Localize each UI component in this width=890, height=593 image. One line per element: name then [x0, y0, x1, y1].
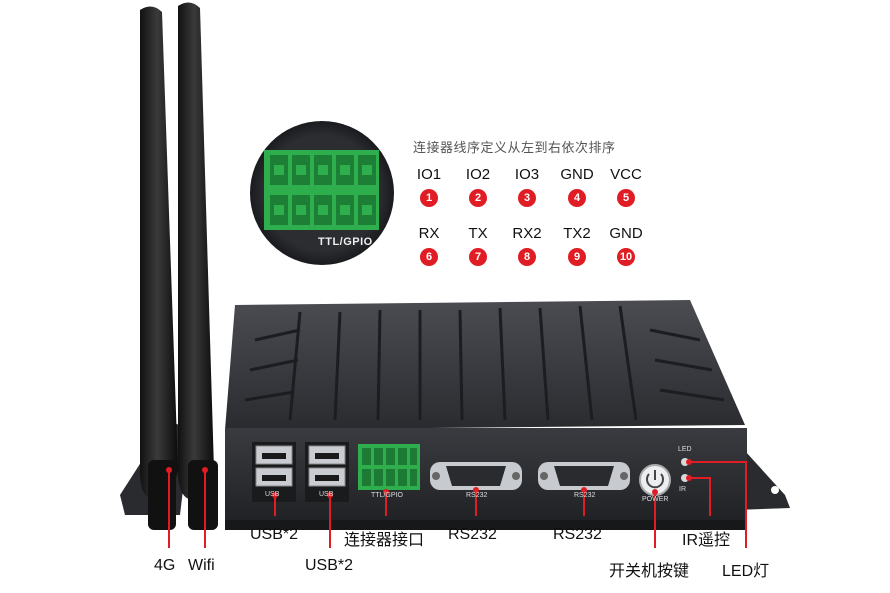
callout-led-light: LED灯 [722, 563, 770, 580]
callout-lines [168, 461, 747, 548]
usb-left-text: USB [265, 491, 280, 498]
chassis-top [225, 300, 745, 430]
pin-number-badge: 8 [518, 248, 536, 266]
pin-number-badge: 5 [617, 189, 635, 207]
rs232-port-left [430, 462, 522, 490]
connector-zoom [250, 121, 394, 265]
pin-label: GND [609, 225, 643, 242]
callout-usb-upper: USB*2 [250, 526, 299, 543]
antenna-4g [140, 6, 178, 530]
rs232-left-text: RS232 [466, 492, 488, 499]
pin-panel-title: 连接器线序定义从左到右依次排序 [413, 140, 616, 155]
pin-label: TX [468, 225, 488, 242]
pin-label: VCC [610, 166, 642, 183]
usb-port-left [252, 442, 296, 502]
antenna-wifi [178, 2, 218, 530]
usb-right-text: USB [319, 491, 334, 498]
pin-label: IO1 [416, 166, 442, 183]
callout-wifi: Wifi [188, 557, 215, 574]
pin-label: TX2 [563, 225, 591, 242]
zoom-connector-label: TTL/GPIO [318, 236, 373, 248]
callout-connector: 连接器接口 [344, 532, 425, 549]
pin-number-badge: 1 [420, 189, 438, 207]
callout-4g: 4G [154, 557, 176, 574]
callout-rs232-right: RS232 [553, 526, 602, 543]
pin-label: GND [560, 166, 594, 183]
usb-port-right [305, 442, 349, 502]
ttl-port-text: TTL/GPIO [371, 492, 403, 499]
pin-number-badge: 9 [568, 248, 586, 266]
rs232-right-text: RS232 [574, 492, 596, 499]
pin-number-badge: 2 [469, 189, 487, 207]
ttl-gpio-port [358, 444, 420, 490]
callout-rs232-left: RS232 [448, 526, 497, 543]
pin-label: IO2 [465, 166, 491, 183]
power-text: POWER [642, 496, 669, 503]
pin-number-badge: 7 [469, 248, 487, 266]
pin-label: RX2 [512, 225, 542, 242]
callout-ir-remote: IR遥控 [682, 532, 731, 549]
ir-text: IR [679, 486, 686, 493]
pin-number-badge: 4 [568, 189, 586, 207]
rs232-port-right [538, 462, 630, 490]
led-text: LED [678, 446, 692, 453]
pin-label: RX [418, 225, 440, 242]
pin-number-badge: 10 [617, 248, 635, 266]
callout-power-button: 开关机按键 [609, 563, 690, 580]
pin-number-badge: 3 [518, 189, 536, 207]
pin-label: IO3 [514, 166, 540, 183]
mounting-bracket-right [735, 440, 790, 510]
pin-number-badge: 6 [420, 248, 438, 266]
heatsink-fins [244, 305, 725, 421]
callout-usb-lower: USB*2 [305, 557, 354, 574]
